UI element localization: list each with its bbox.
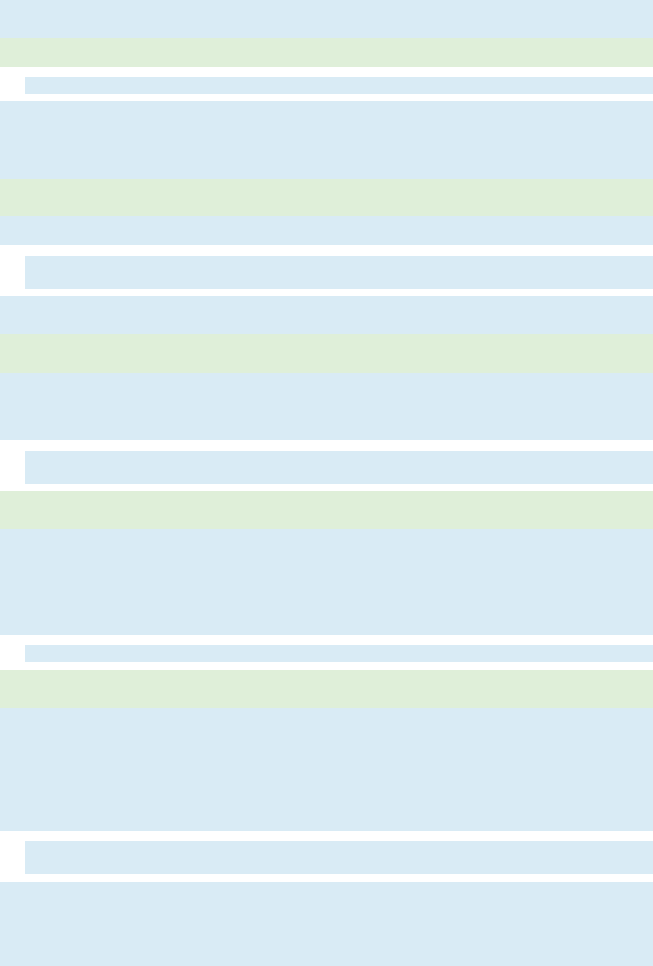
- blue-band-row: [0, 882, 653, 966]
- blue-band-row: [0, 101, 653, 179]
- green-band-row: [0, 334, 653, 373]
- blue-band-row: [0, 0, 653, 38]
- blue-band-row: [0, 708, 653, 831]
- indented-blue-band-row: [25, 841, 653, 874]
- indented-blue-band-row: [25, 77, 653, 94]
- blue-band-row: [0, 296, 653, 334]
- green-band-row: [0, 491, 653, 529]
- blue-band-row: [0, 373, 653, 440]
- indented-blue-band-row: [25, 645, 653, 662]
- green-band-row: [0, 38, 653, 67]
- blue-band-row: [0, 216, 653, 245]
- blue-band-row: [0, 529, 653, 635]
- green-band-row: [0, 179, 653, 216]
- indented-blue-band-row: [25, 451, 653, 484]
- indented-blue-band-row: [25, 256, 653, 289]
- green-band-row: [0, 670, 653, 708]
